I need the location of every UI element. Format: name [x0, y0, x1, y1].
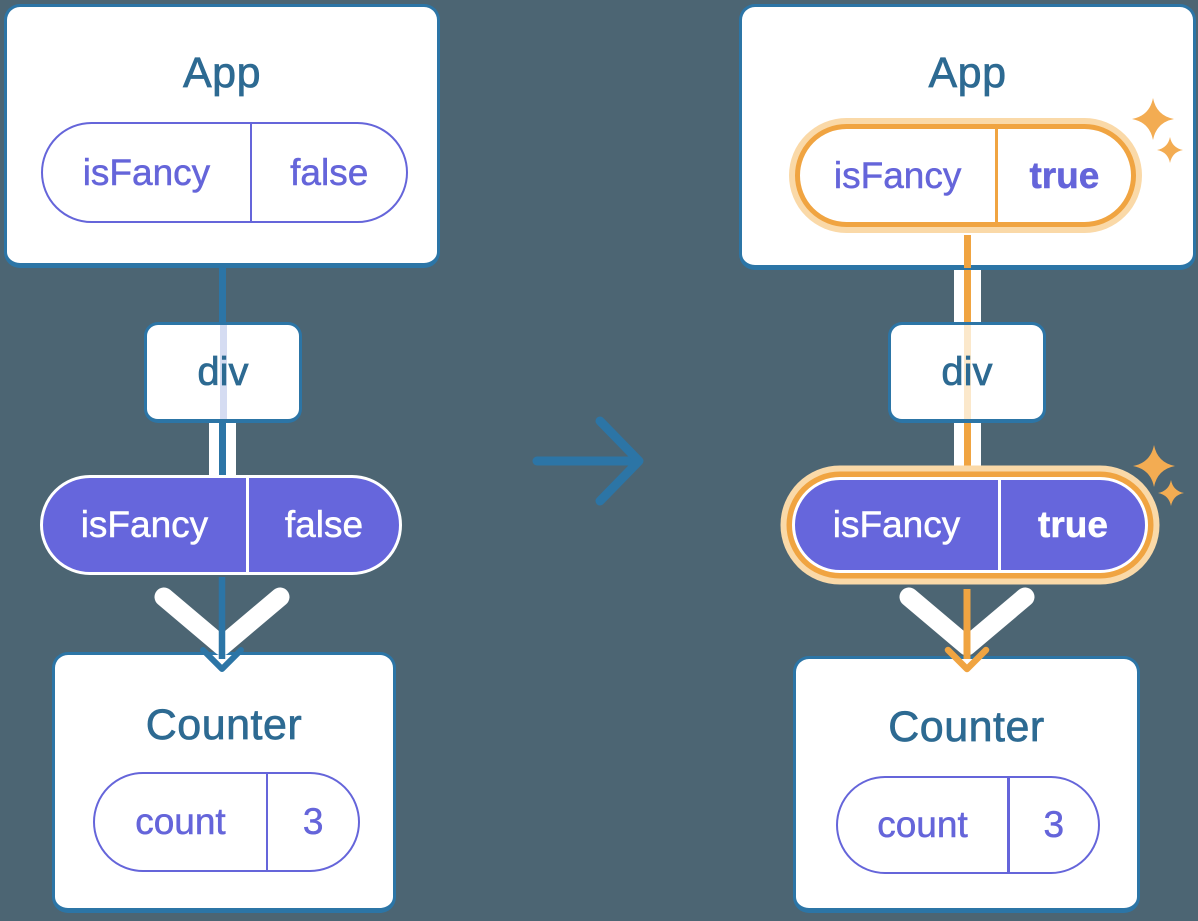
props-line-left-outer [226, 420, 236, 480]
component-title: Counter [888, 703, 1045, 752]
pill-value: 3 [302, 801, 324, 843]
pill-divider [245, 478, 249, 572]
pill-divider [249, 124, 253, 221]
pill-key: count [135, 801, 226, 843]
props-line-right-outer [954, 420, 964, 480]
pill-key: isFancy [82, 151, 211, 193]
div-node-right: div [888, 322, 1046, 423]
state-pill-isfancy-left: isFancy false [41, 122, 408, 223]
pill-key: isFancy [832, 504, 961, 546]
component-title: Counter [145, 701, 303, 750]
state-line-app-to-div-left [219, 265, 226, 325]
state-thread-line [219, 325, 227, 419]
component-title: App [182, 49, 261, 98]
counter-component-card-left: Counter count 3 [52, 652, 396, 913]
props-line-left-outer [209, 420, 219, 480]
pill-key: count [877, 804, 968, 846]
node-label: div [941, 349, 993, 394]
prop-pill-isfancy-left: isFancy false [40, 475, 402, 575]
state-thread-line [963, 325, 971, 419]
pill-key: isFancy [80, 504, 209, 546]
state-pill-count-left: count 3 [93, 772, 360, 872]
pill-value: false [290, 151, 369, 193]
app-component-card-left: App isFancy false [4, 4, 440, 268]
pill-value: false [284, 504, 364, 546]
pill-divider [998, 480, 1001, 570]
sparkle-icon [1158, 480, 1184, 506]
pill-key: isFancy [833, 154, 962, 196]
props-line-right-outer [971, 420, 981, 480]
pill-divider [995, 129, 998, 222]
state-line-div-to-pill-right [964, 420, 971, 480]
app-component-card-right: App isFancy true [739, 4, 1196, 270]
pill-divider [1007, 778, 1010, 872]
pill-value: 3 [1043, 804, 1065, 846]
state-line-div-to-pill-left [219, 420, 226, 480]
props-line-right-outer [971, 267, 981, 326]
state-line-app-to-div-right [964, 267, 971, 326]
pill-divider [265, 774, 269, 870]
counter-component-card-right: Counter count 3 [793, 656, 1140, 913]
props-flow-arrow-icon [154, 587, 290, 656]
sparkle-icon [1133, 445, 1175, 487]
pill-value: true [1038, 504, 1108, 546]
component-title: App [928, 49, 1007, 98]
state-pill-isfancy-right: isFancy true [795, 124, 1136, 227]
prop-pill-isfancy-right: isFancy true [792, 477, 1148, 573]
node-label: div [197, 349, 249, 394]
transition-arrow-icon [532, 416, 644, 506]
state-pill-count-right: count 3 [836, 776, 1100, 874]
props-flow-arrow-icon [899, 587, 1035, 656]
pill-value: true [1029, 154, 1100, 196]
props-line-right-outer [954, 267, 964, 326]
div-node-left: div [144, 322, 302, 423]
state-line-inside-app-right [964, 235, 971, 268]
